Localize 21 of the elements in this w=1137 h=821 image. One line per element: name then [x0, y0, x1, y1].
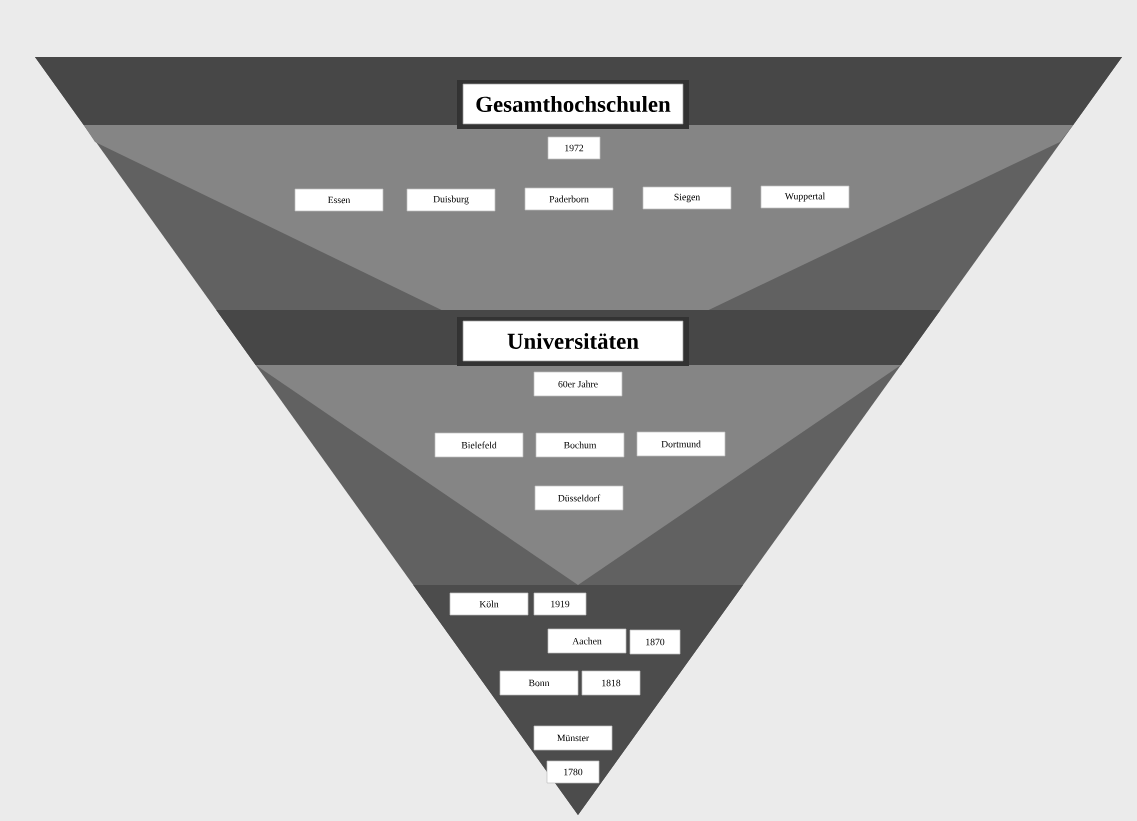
name-card: Dortmund [636, 431, 726, 457]
name-card: 60er Jahre [533, 371, 623, 397]
name-card: Münster [533, 725, 613, 751]
name-card: Bochum [535, 432, 625, 458]
name-card: Bielefeld [434, 432, 524, 458]
name-card: Düsseldorf [534, 485, 624, 511]
name-card: Essen [294, 188, 384, 212]
title-plate: Gesamthochschulen [457, 80, 689, 129]
title-plate: Universitäten [457, 317, 689, 366]
name-card: 1870 [629, 629, 681, 655]
name-card: 1972 [547, 136, 601, 160]
name-card: Wuppertal [760, 185, 850, 209]
name-card: Siegen [642, 186, 732, 210]
name-card: Köln [449, 592, 529, 616]
name-card: 1780 [546, 760, 600, 784]
name-card: Aachen [547, 628, 627, 654]
name-card: 1919 [533, 592, 587, 616]
name-card: Duisburg [406, 188, 496, 212]
name-card: Paderborn [524, 187, 614, 211]
name-card: 1818 [581, 670, 641, 696]
name-card: Bonn [499, 670, 579, 696]
